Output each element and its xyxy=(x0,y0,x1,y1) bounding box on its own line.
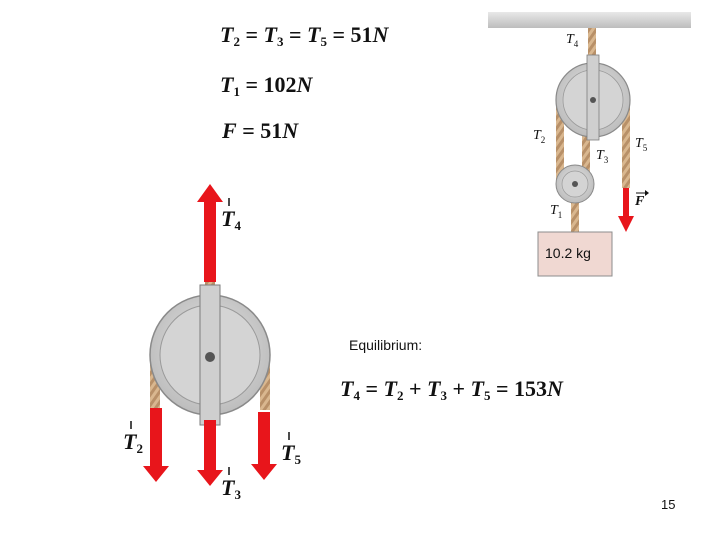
fbd-label-t3: T3 xyxy=(221,475,241,502)
fbd-arrow-t4 xyxy=(197,184,223,282)
system-label-t2: T2 xyxy=(533,128,546,145)
force-arrow-f xyxy=(618,188,634,232)
fbd-label-t4: T4 xyxy=(221,206,241,233)
pulley-system xyxy=(488,12,691,277)
rope-t1 xyxy=(571,195,579,233)
equation-t1: T1 = 102N xyxy=(220,72,313,99)
page-number: 15 xyxy=(661,497,676,512)
equation-equilibrium: T4 = T2 + T3 + T5 = 153N xyxy=(340,376,563,403)
fbd-label-t2: T2 xyxy=(123,429,143,456)
rope-t3 xyxy=(582,130,590,180)
system-label-t3: T3 xyxy=(596,148,609,165)
equilibrium-label: Equilibrium: xyxy=(349,337,423,353)
mass-label: 10.2 kg xyxy=(545,245,591,261)
fbd-arrow-t2 xyxy=(143,408,169,482)
equation-tension-equal: T2 = T3 = T5 = 51N xyxy=(220,22,389,49)
ceiling xyxy=(488,12,691,28)
rope-t5 xyxy=(622,100,630,188)
system-label-t1: T1 xyxy=(550,203,563,220)
free-body-diagram xyxy=(130,184,290,486)
fbd-axle xyxy=(205,352,215,362)
equation-force: F = 51N xyxy=(222,118,299,143)
system-label-t5: T5 xyxy=(635,136,648,153)
rope-t4 xyxy=(588,28,596,70)
mass-box xyxy=(537,231,613,277)
fbd-label-t5: T5 xyxy=(281,440,301,467)
system-label-f: F xyxy=(635,194,645,209)
fbd-arrow-t3 xyxy=(197,420,223,486)
rope-t2 xyxy=(556,100,564,180)
system-label-t4: T4 xyxy=(566,32,579,49)
fbd-arrow-t5 xyxy=(251,412,277,480)
